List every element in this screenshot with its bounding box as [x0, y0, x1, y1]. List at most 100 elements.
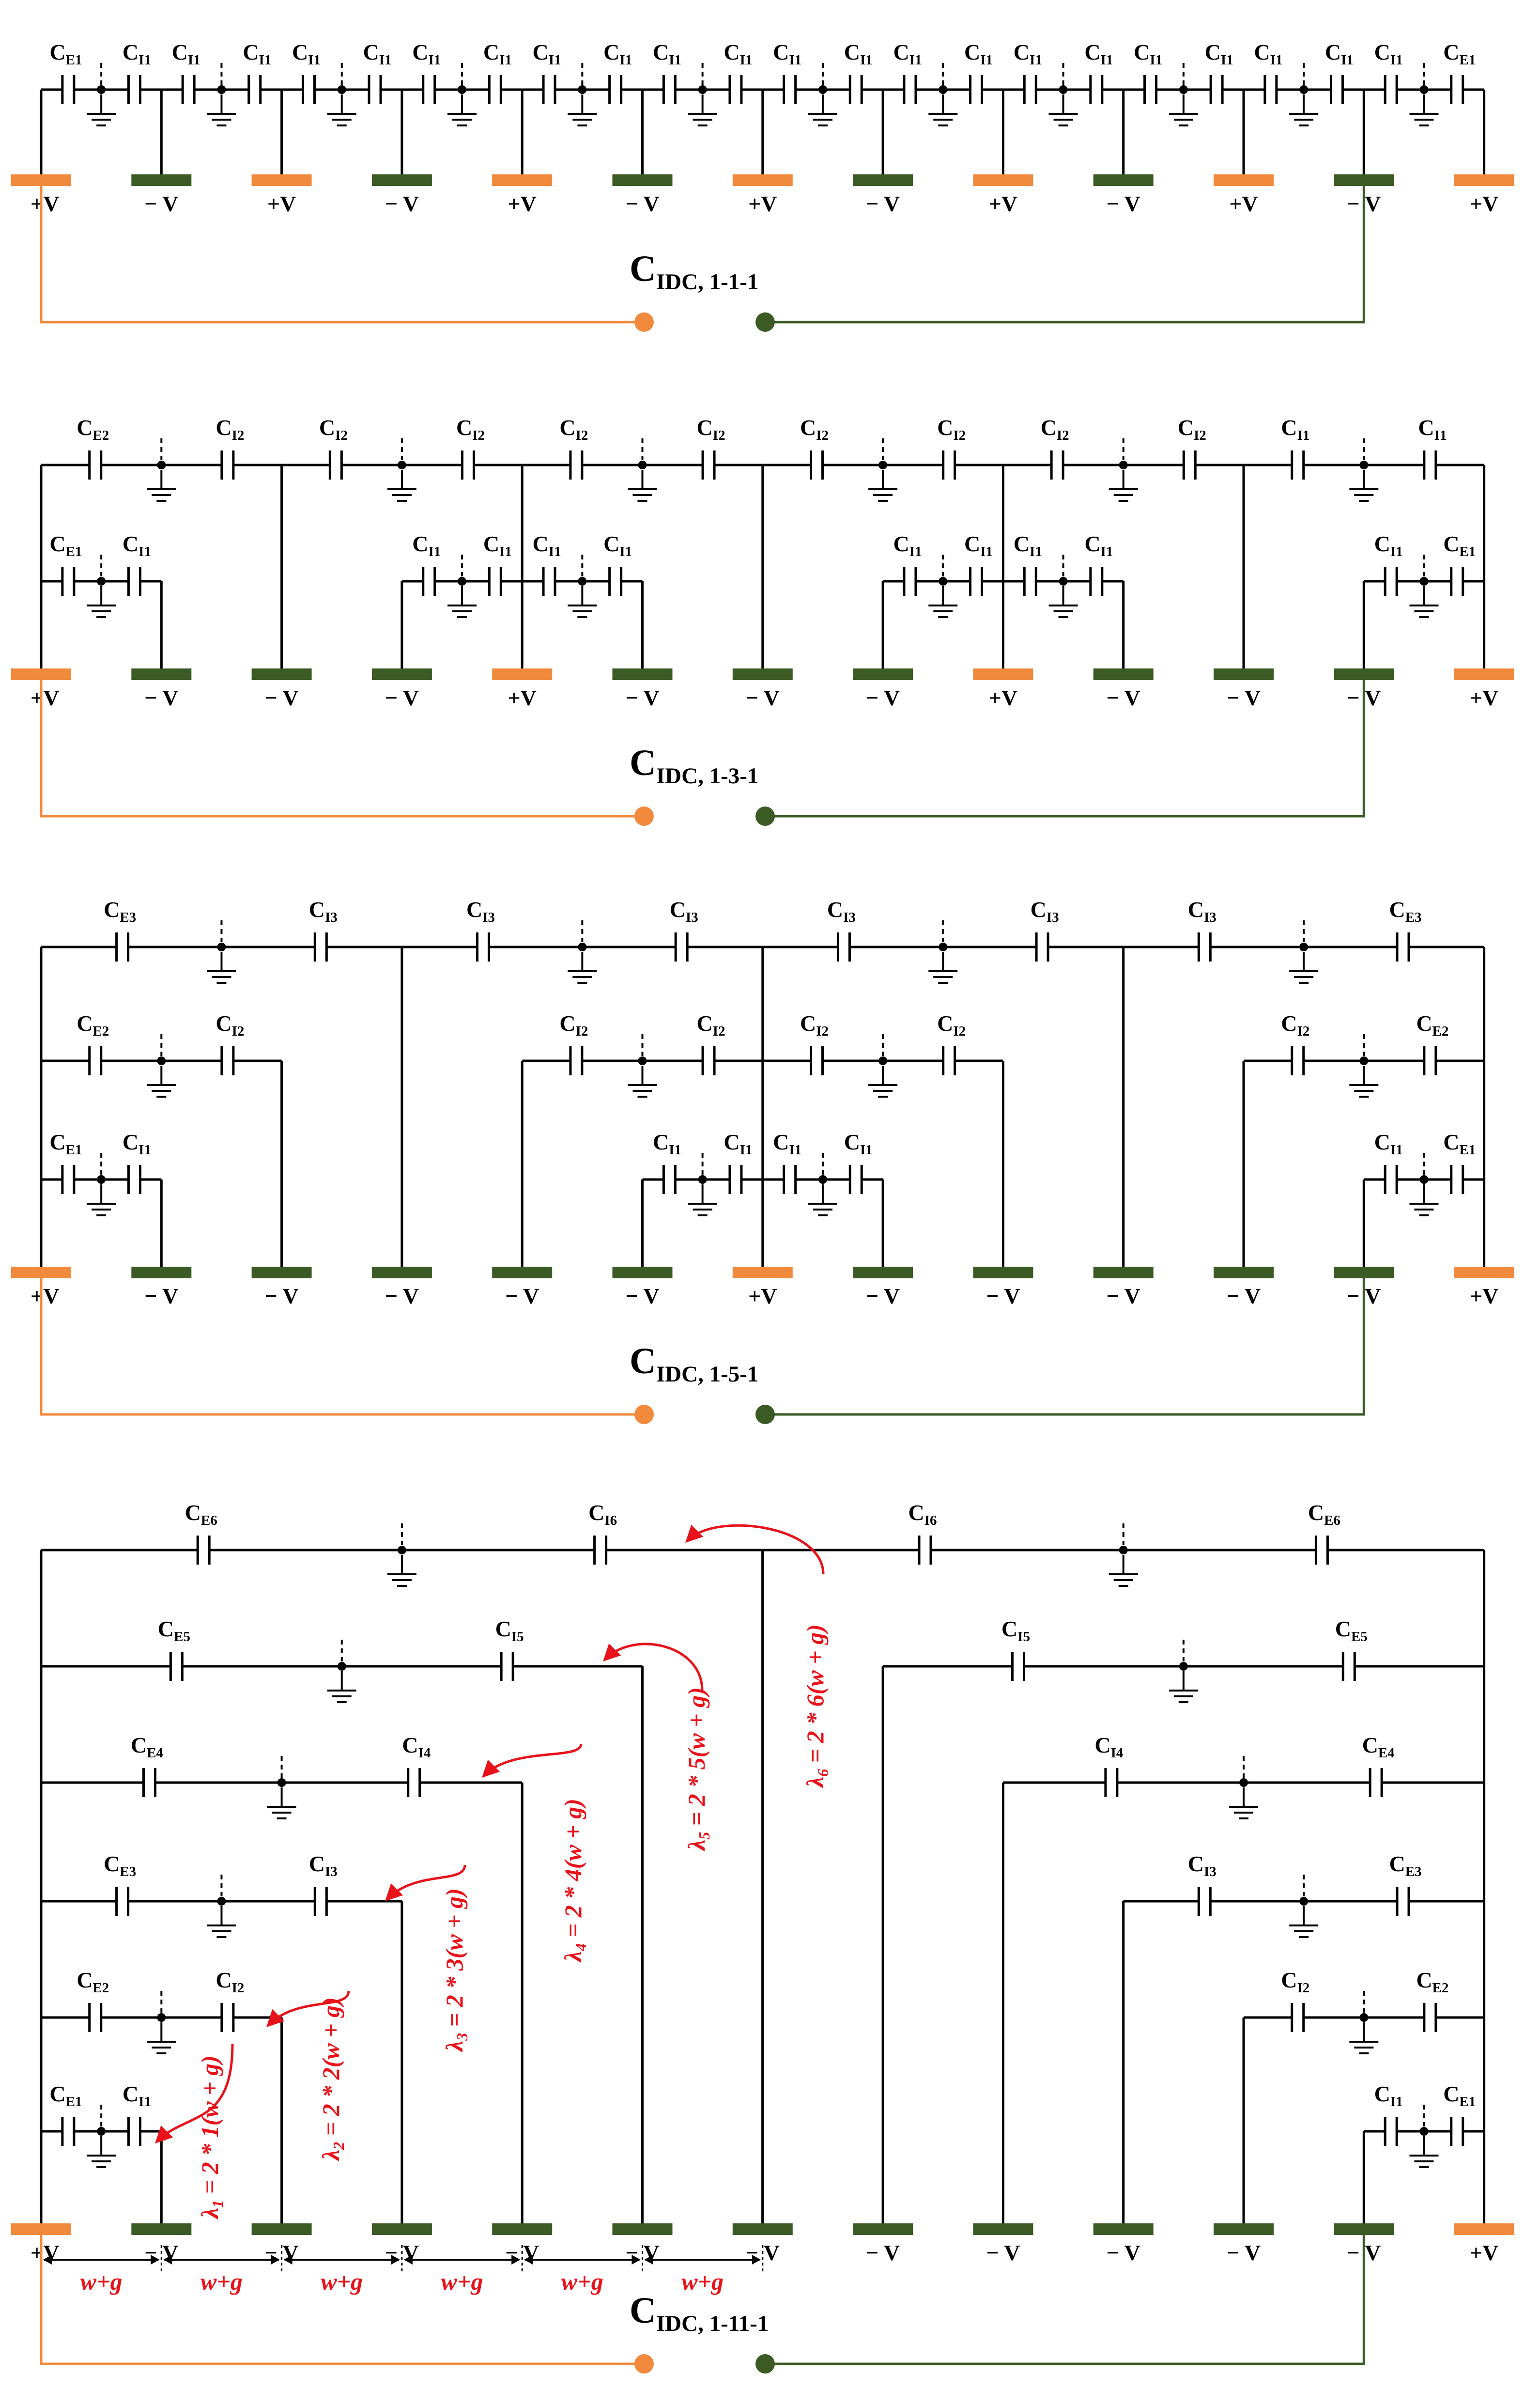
label-main: C — [483, 40, 499, 64]
negative-electrode — [131, 174, 192, 186]
electrode-label: +V — [748, 191, 777, 216]
label-main: C — [49, 1130, 65, 1154]
label-sub: E2 — [92, 428, 109, 443]
electrode-label: − V — [1227, 2240, 1261, 2265]
capacitor-label: CI2 — [1281, 1011, 1309, 1039]
capacitor-label: CI4 — [402, 1733, 431, 1761]
ground-symbol-icon — [568, 94, 597, 126]
node-dot — [97, 577, 106, 586]
label-sub: I2 — [1057, 428, 1069, 443]
label-sub: E1 — [66, 544, 82, 559]
capacitor-name: CIDC, 1-11-1 — [630, 2290, 769, 2336]
capacitor-label: CI1 — [844, 40, 873, 68]
capacitor-label: CE6 — [185, 1500, 217, 1528]
label-sub: E2 — [92, 1980, 109, 1996]
ground-symbol-icon — [808, 1184, 837, 1216]
node-dot — [458, 85, 467, 94]
capacitor-label: CI1 — [893, 40, 922, 68]
label-sub: I1 — [1030, 544, 1042, 559]
electrode-label: +V — [267, 191, 296, 216]
capacitor-label: CI3 — [670, 897, 698, 925]
wavelength-symbol: λ — [801, 1777, 829, 1788]
node-dot — [1419, 1175, 1429, 1184]
label-main: C — [1325, 40, 1341, 64]
label-sub: E4 — [147, 1745, 163, 1761]
capacitor-symbol-icon — [1089, 567, 1104, 596]
capacitor-label: CE3 — [104, 897, 136, 925]
ground-symbol-icon — [628, 470, 657, 502]
negative-lead — [765, 1278, 1365, 1416]
label-sub: I3 — [1047, 910, 1059, 925]
capacitor-label: CI2 — [456, 415, 485, 443]
label-sub: I4 — [418, 1745, 431, 1761]
positive-electrode — [1454, 174, 1514, 186]
label-main: C — [1134, 40, 1150, 64]
capacitor-label: CE4 — [1362, 1733, 1395, 1761]
capacitor-label: CI1 — [123, 531, 151, 559]
wavelength-arrow — [482, 1743, 583, 1778]
capacitor-label: CE1 — [1443, 2081, 1476, 2110]
label-main: C — [412, 531, 428, 556]
capacitor-symbol-icon — [701, 450, 716, 480]
label-sub: I1 — [1341, 52, 1354, 68]
capacitor-symbol-icon — [1023, 75, 1037, 104]
label-main: C — [1014, 40, 1030, 64]
capacitor-symbol-icon — [476, 932, 491, 962]
negative-electrode — [131, 1267, 192, 1278]
positive-electrode — [1214, 174, 1274, 186]
wavelength-expression: = 2 * 5(w + g) — [683, 1687, 710, 1832]
label-main: C — [309, 1851, 325, 1876]
capacitor-symbol-icon — [1143, 75, 1158, 104]
node-dot — [1359, 461, 1369, 469]
capacitor-label: CI1 — [483, 531, 512, 559]
label-sub: I1 — [1150, 52, 1162, 68]
ground-symbol-icon — [1169, 1671, 1198, 1703]
wavelength-arrow — [385, 1864, 466, 1901]
capacitor-label: CI1 — [412, 40, 441, 68]
label-main: C — [1281, 1968, 1297, 1992]
capacitor-label: CI1 — [533, 40, 561, 68]
capacitor-label: CI2 — [800, 415, 829, 443]
capacitor-label: CI2 — [216, 1968, 244, 1996]
label-sub: I6 — [604, 1513, 617, 1528]
ground-symbol-icon — [207, 1906, 236, 1938]
capacitor-label: CE1 — [49, 531, 82, 559]
capacitor-symbol-icon — [127, 1165, 141, 1194]
capacitor-symbol-icon — [1023, 567, 1037, 596]
capacitor-symbol-icon — [61, 1165, 76, 1194]
label-main: C — [630, 2290, 656, 2331]
label-main: C — [653, 40, 669, 64]
label-sub: I2 — [953, 428, 966, 443]
label-main: C — [216, 1968, 231, 1992]
capacitor-symbol-icon — [328, 450, 343, 480]
label-sub: I1 — [428, 52, 441, 68]
capacitor-label: CE1 — [1443, 40, 1476, 68]
label-sub: I1 — [1297, 428, 1309, 443]
electrode-label: +V — [989, 191, 1017, 216]
node-dot — [939, 577, 948, 586]
arrow-head-icon — [271, 2255, 280, 2265]
label-main: C — [495, 1616, 511, 1641]
capacitor-label: CI1 — [533, 531, 561, 559]
negative-electrode — [1093, 174, 1154, 186]
wavelength-index: 1 — [209, 2200, 226, 2208]
label-sub: I2 — [1297, 1024, 1309, 1039]
electrode-label: +V — [1470, 1284, 1498, 1308]
label-main: C — [363, 40, 379, 64]
capacitor-symbol-icon — [848, 1165, 863, 1194]
node-dot — [638, 1056, 647, 1065]
negative-electrode — [1093, 1267, 1154, 1278]
electrode-label: +V — [1470, 685, 1498, 710]
ground-symbol-icon — [327, 94, 356, 126]
label-main: C — [1374, 2081, 1390, 2106]
wavelength-symbol: λ — [317, 2150, 344, 2161]
positive-terminal — [634, 2354, 654, 2374]
node-dot — [578, 577, 587, 586]
capacitor-label: CE2 — [77, 1968, 109, 1996]
capacitor-symbol-icon — [422, 567, 436, 596]
label-main: C — [533, 40, 549, 64]
label-sub: I2 — [816, 428, 829, 443]
capacitor-label: CI6 — [588, 1500, 617, 1528]
label-main: C — [456, 415, 472, 440]
capacitor-label: CI2 — [319, 415, 348, 443]
